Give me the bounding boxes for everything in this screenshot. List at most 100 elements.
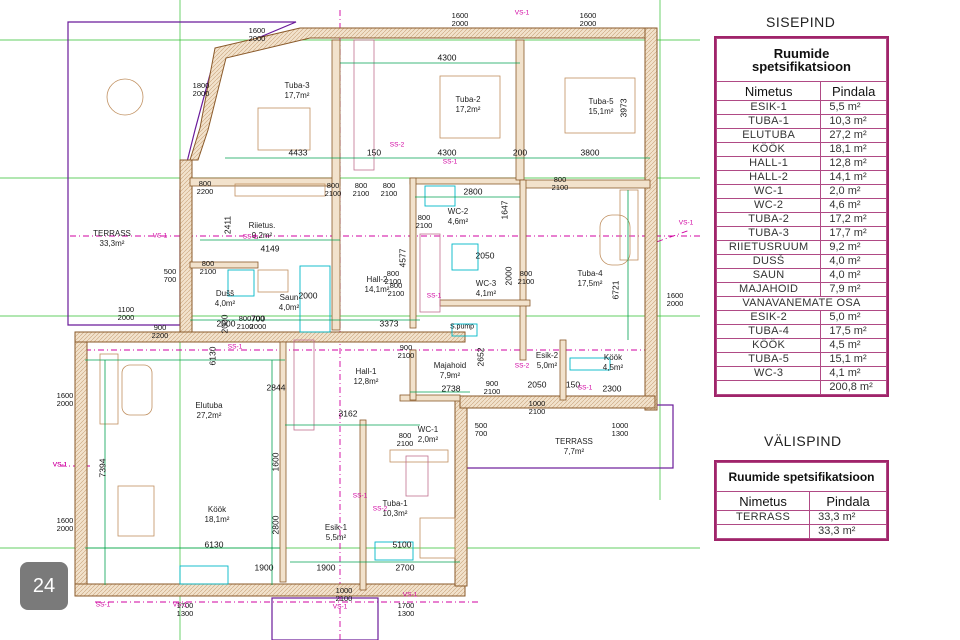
outdoor-col-area: Pindala xyxy=(809,491,887,511)
section-marker-label: VS-1 xyxy=(172,601,188,609)
room-name-label: Esik-1 xyxy=(324,522,348,532)
indoor-row-name: ELUTUBA xyxy=(715,128,822,143)
opening-size-label: 500 700 xyxy=(474,421,488,438)
opening-size-label: 800 2100 xyxy=(380,181,398,198)
indoor-row-name: WC-1 xyxy=(715,184,822,199)
opening-size-label: 1600 2000 xyxy=(56,516,74,533)
opening-size-label: 1000 2100 xyxy=(528,399,546,416)
opening-size-label: 900 2100 xyxy=(397,343,415,360)
indoor-row-name: WC-2 xyxy=(715,198,822,213)
room-area-label: 27,2m² xyxy=(196,410,222,420)
dimension-label: 4300 xyxy=(437,52,457,63)
room-area-label: 12,8m² xyxy=(353,376,379,386)
outdoor-total: 33,3 m² xyxy=(809,524,887,539)
indoor-row-name: RIIETUSRUUM xyxy=(715,240,822,255)
indoor-row-area: 9,2 m² xyxy=(820,240,887,255)
room-name-label: TERRASS xyxy=(93,228,131,238)
dimension-label: 1647 xyxy=(499,200,510,220)
opening-size-label: 1700 1300 xyxy=(176,601,194,618)
room-area-label: 17,7m² xyxy=(284,90,310,100)
dimension-label: 2411 xyxy=(222,215,233,235)
room-name-label: Köök xyxy=(207,504,227,514)
opening-size-label: 1100 2000 xyxy=(117,305,135,322)
dimension-label: 2800 xyxy=(270,515,281,535)
indoor-row-name: HALL-1 xyxy=(715,156,822,171)
dimension-label: 3800 xyxy=(580,147,600,158)
section-marker-label: SS-1 xyxy=(577,384,593,392)
dimension-label: 4577 xyxy=(397,248,408,268)
room-area-label: 5,5m² xyxy=(325,532,347,542)
room-area-label: 4,1m² xyxy=(475,288,497,298)
room-area-label: 4,5m² xyxy=(602,362,624,372)
indoor-row-area: 15,1 m² xyxy=(820,352,887,367)
section-marker-label: SS-2 xyxy=(389,141,405,149)
dimension-lines xyxy=(85,62,650,585)
indoor-row-name: TUBA-4 xyxy=(715,324,822,339)
dimension-label: 150 xyxy=(565,379,581,390)
opening-size-label: 700 2000 xyxy=(249,314,267,331)
section-marker-label: VS-1 xyxy=(402,591,418,599)
dimension-label: 2300 xyxy=(602,383,622,394)
indoor-row-area: 17,2 m² xyxy=(820,212,887,227)
room-area-label: 15,1m² xyxy=(588,106,614,116)
dimension-label: 6130 xyxy=(204,539,224,550)
fixtures xyxy=(179,185,611,585)
room-area-label: 7,7m² xyxy=(563,446,585,456)
opening-size-label: 800 2100 xyxy=(384,269,402,286)
opening-size-label: 800 2100 xyxy=(199,259,217,276)
room-area-label: 18,1m² xyxy=(204,514,230,524)
room-name-label: Tuba-3 xyxy=(284,80,310,90)
indoor-total-blank xyxy=(715,380,822,395)
outdoor-row-name: TERRASS xyxy=(715,510,811,525)
room-name-label: Dušš xyxy=(215,288,235,298)
indoor-row-area: 17,7 m² xyxy=(820,226,887,241)
section-marker-label: VS-1 xyxy=(52,461,68,469)
opening-size-label: 800 2100 xyxy=(517,269,535,286)
dimension-label: 6721 xyxy=(610,280,621,300)
section-marker-label: SS-1 xyxy=(352,492,368,500)
room-area-label: 17,5m² xyxy=(577,278,603,288)
indoor-total: 200,8 m² xyxy=(820,380,887,395)
outdoor-total-blank xyxy=(715,524,811,539)
outdoor-row-area: 33,3 m² xyxy=(809,510,887,525)
dimension-label: 2000 xyxy=(298,290,318,301)
indoor-row-area: 5,0 m² xyxy=(820,310,887,325)
dimension-label: 2000 xyxy=(503,266,514,286)
indoor-heading: SISEPIND xyxy=(766,14,836,30)
dimension-label: 2738 xyxy=(441,383,461,394)
indoor-row-name: TUBA-5 xyxy=(715,352,822,367)
room-area-label: 4,0m² xyxy=(278,302,300,312)
indoor-row-name: ESIK-1 xyxy=(715,100,822,115)
dimension-label: 3373 xyxy=(379,318,399,329)
room-area-label: 4,0m² xyxy=(214,298,236,308)
room-name-label: TERRASS xyxy=(555,436,593,446)
dimension-label: 1900 xyxy=(254,562,274,573)
indoor-row-area: 17,5 m² xyxy=(820,324,887,339)
indoor-row-area: 4,0 m² xyxy=(820,268,887,283)
indoor-col-area: Pindala xyxy=(820,81,887,101)
room-area-label: 17,2m² xyxy=(455,104,481,114)
opening-size-label: 1700 1300 xyxy=(397,601,415,618)
indoor-row-area: 4,0 m² xyxy=(820,254,887,269)
dimension-label: 2050 xyxy=(527,379,547,390)
room-area-label: 5,0m² xyxy=(536,360,558,370)
indoor-row-area: 27,2 m² xyxy=(820,128,887,143)
indoor-row-name: DUSŠ xyxy=(715,254,822,269)
section-marker-label: VS-1 xyxy=(52,461,68,469)
room-name-label: Tuba-2 xyxy=(455,94,481,104)
opening-size-label: 1600 2000 xyxy=(248,26,266,43)
section-marker-label: VS-1 xyxy=(678,219,694,227)
room-name-label: Esik-2 xyxy=(535,350,559,360)
section-marker-label: SS-1 xyxy=(242,233,258,241)
dimension-label: 2700 xyxy=(395,562,415,573)
